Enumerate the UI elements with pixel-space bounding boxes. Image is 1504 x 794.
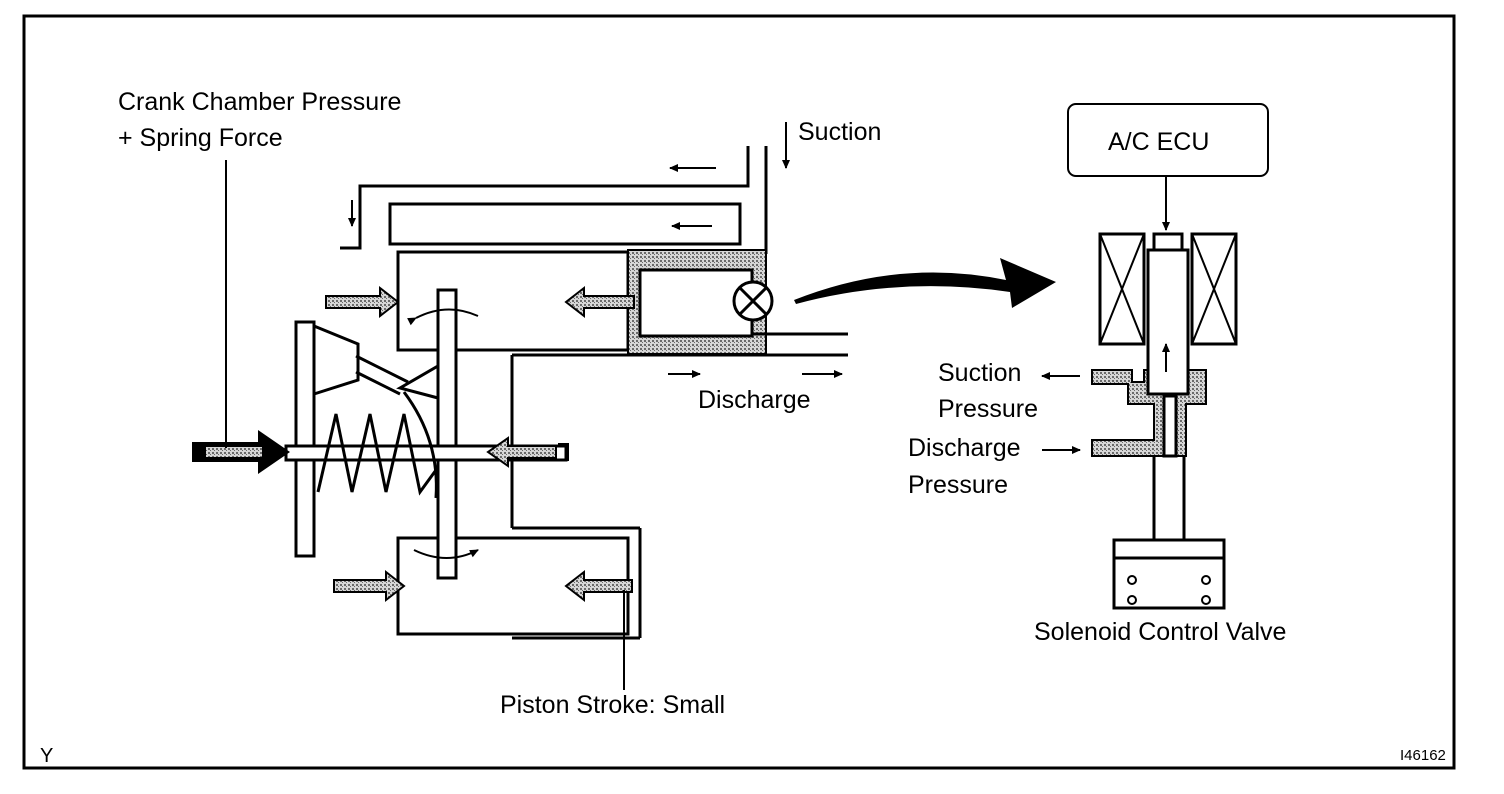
crank-chamber-label: Crank Chamber Pressure bbox=[118, 88, 401, 116]
suction-pressure-label-2: Pressure bbox=[938, 395, 1038, 423]
ecu-box bbox=[1067, 103, 1269, 177]
discharge-pressure-label-2: Pressure bbox=[908, 471, 1008, 499]
discharge-pressure-label-1: Discharge bbox=[908, 434, 1021, 462]
piston-stroke-label: Piston Stroke: Small bbox=[500, 691, 725, 719]
solenoid-label: Solenoid Control Valve bbox=[1034, 618, 1286, 646]
spring-force-label: + Spring Force bbox=[118, 124, 283, 152]
figure-frame bbox=[22, 14, 1456, 770]
figure-id: I46162 bbox=[1400, 747, 1446, 764]
discharge-label: Discharge bbox=[698, 386, 811, 414]
corner-letter: Y bbox=[40, 745, 53, 767]
pressure-arrows bbox=[192, 285, 635, 603]
suction-pressure-label-1: Suction bbox=[938, 359, 1021, 387]
valve-symbol bbox=[732, 280, 774, 322]
flow-arrows bbox=[348, 122, 843, 378]
curved-arrow bbox=[794, 258, 1056, 308]
solenoid-valve bbox=[1041, 103, 1269, 610]
ecu-label: A/C ECU bbox=[1108, 128, 1209, 156]
suction-label: Suction bbox=[798, 118, 881, 146]
